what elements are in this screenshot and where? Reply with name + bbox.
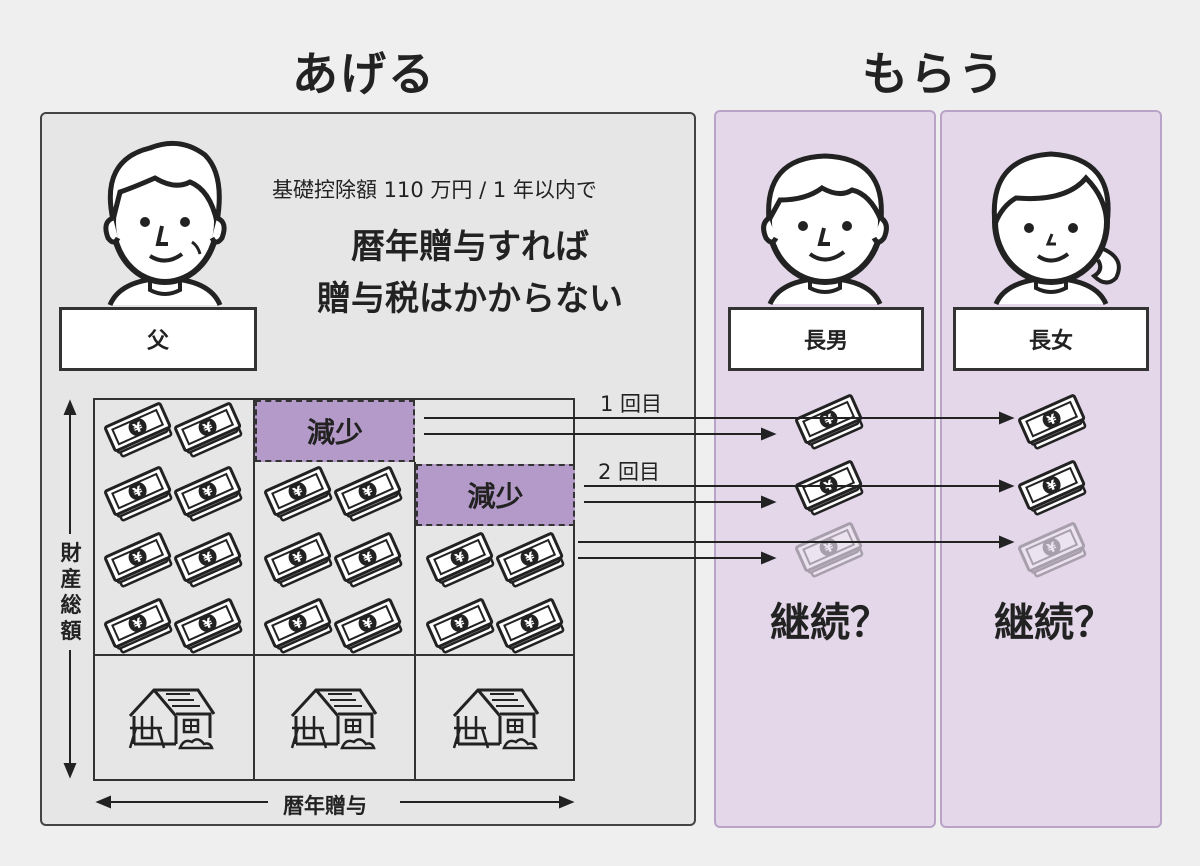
x-axis-arrow <box>95 795 575 809</box>
money-stack-icon <box>173 401 246 460</box>
transfer-arrows <box>424 411 1015 565</box>
y-axis-label: 財 産 総 額 <box>60 541 82 643</box>
main-message-line1: 暦年贈与すれば <box>351 227 589 267</box>
daughter-avatar-icon <box>991 151 1121 306</box>
money-stack-icon <box>495 597 568 656</box>
money-stack-icon <box>425 531 498 590</box>
round-1-label: 1 回目 <box>600 392 663 416</box>
money-stack-icon <box>103 531 176 590</box>
house-icon <box>128 688 216 750</box>
give-heading: あげる <box>292 47 436 101</box>
money-stack-icon <box>173 597 246 656</box>
money-stack-icon <box>263 597 336 656</box>
money-stack-icon <box>263 465 336 524</box>
money-stack-icon <box>103 465 176 524</box>
money-stack-icon <box>1017 521 1090 580</box>
reduce-box-1: 減少 <box>255 400 415 462</box>
y-axis-arrow <box>63 399 77 779</box>
deduction-note: 基礎控除額 110 万円 / 1 年以内で <box>272 178 597 202</box>
receive-heading: もらう <box>862 47 1006 101</box>
house-icon <box>452 688 540 750</box>
continue-son: 継続？ <box>770 600 890 646</box>
round-2-label: 2 回目 <box>598 460 661 484</box>
x-axis-label: 暦年贈与 <box>283 794 367 818</box>
money-stack-icon <box>173 465 246 524</box>
money-stack-icon <box>794 521 867 580</box>
money-stack-icon <box>1017 393 1090 452</box>
money-stack-icon <box>425 597 498 656</box>
father-avatar-icon <box>103 140 227 307</box>
money-stack-icon <box>333 465 406 524</box>
main-message-line2: 贈与税はかからない <box>317 279 623 319</box>
father-label: 父 <box>59 307 257 371</box>
money-stack-icon <box>173 531 246 590</box>
money-stack-icon <box>333 531 406 590</box>
money-stack-icon <box>263 531 336 590</box>
money-stack-icon <box>495 531 568 590</box>
son-label: 長男 <box>728 307 924 371</box>
money-stack-icon <box>794 459 867 518</box>
reduce-box-2: 減少 <box>416 464 575 526</box>
son-avatar-icon <box>761 153 889 306</box>
asset-grid <box>93 398 575 781</box>
daughter-label: 長女 <box>953 307 1149 371</box>
continue-daughter: 継続？ <box>994 600 1114 646</box>
money-stack-icon <box>1017 459 1090 518</box>
money-stack-icon <box>794 393 867 452</box>
money-stack-icon <box>103 597 176 656</box>
money-stack-icon <box>103 401 176 460</box>
money-stack-icon <box>333 597 406 656</box>
house-icon <box>290 688 378 750</box>
